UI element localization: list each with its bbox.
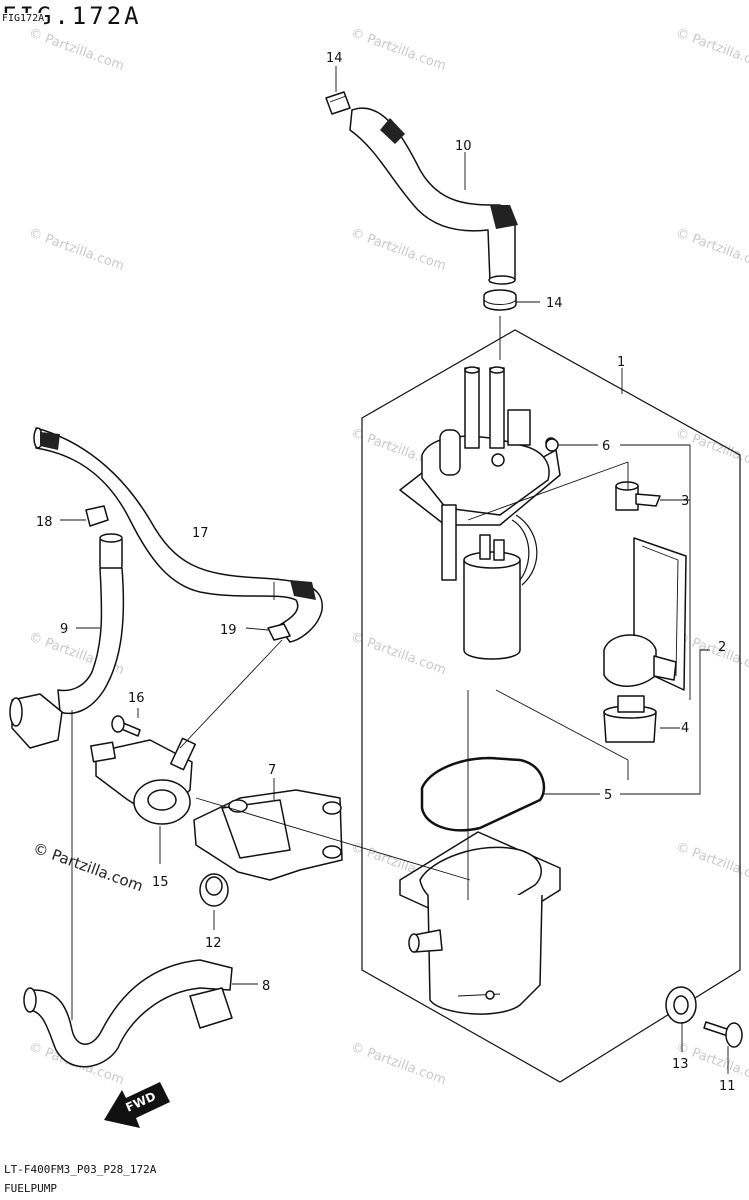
callout-4: 4 [681, 721, 689, 736]
pump-cap-assembly [399, 366, 561, 526]
fwd-arrow: FWD [104, 1082, 170, 1128]
callout-6: 6 [602, 439, 610, 454]
callout-12: 12 [205, 936, 222, 951]
callouts: 1 2 3 4 5 6 7 8 9 10 11 12 13 14 14 15 1… [36, 51, 736, 1094]
callout-15: 15 [152, 875, 169, 890]
callout-5: 5 [604, 788, 612, 803]
assembly-name: FUELPUMP [4, 1182, 57, 1195]
callout-14-upper: 14 [326, 51, 343, 66]
clamp-14-lower [483, 289, 517, 311]
fuel-hose-17 [33, 427, 323, 643]
assembly-outline [361, 329, 741, 1083]
callout-18: 18 [36, 515, 53, 530]
part-6-screw [545, 438, 559, 452]
pump-motor [441, 504, 538, 660]
part-2-filter [603, 537, 687, 691]
part-5-gasket [420, 756, 546, 832]
grommet-12 [199, 873, 229, 907]
vent-hose-10 [349, 107, 518, 285]
clamp-14-upper [325, 91, 351, 115]
document-code: LT-F400FM3_P03_P28_172A [4, 1163, 157, 1176]
callout-8: 8 [262, 979, 270, 994]
part-3-grommet [615, 481, 661, 511]
leader-lines [60, 66, 729, 1074]
fuel-valve-15 [90, 737, 197, 825]
fuel-hose-8 [23, 959, 233, 1068]
callout-3: 3 [681, 494, 689, 509]
callout-2: 2 [718, 640, 726, 655]
watermark: © Partzilla.com [674, 840, 749, 888]
watermark: © Partzilla.com [349, 630, 448, 678]
callout-13: 13 [672, 1057, 689, 1072]
callout-7: 7 [268, 763, 276, 778]
part-13-grommet [665, 986, 697, 1024]
bracket-7 [193, 789, 343, 881]
callout-11: 11 [719, 1079, 736, 1094]
part-11-bolt [703, 1021, 743, 1048]
watermark: © Partzilla.com [27, 226, 126, 274]
watermark: © Partzilla.com [349, 226, 448, 274]
fuel-hose-9 [9, 533, 125, 749]
watermark: © Partzilla.com [349, 1040, 448, 1088]
callout-9: 9 [60, 622, 68, 637]
watermark: © Partzilla.com [674, 226, 749, 274]
callout-17: 17 [192, 526, 209, 541]
callout-1: 1 [617, 355, 625, 370]
callout-14-lower: 14 [546, 296, 563, 311]
callout-10: 10 [455, 139, 472, 154]
clamp-19 [267, 623, 291, 641]
callout-19: 19 [220, 623, 237, 638]
watermark: © Partzilla.com [674, 26, 749, 74]
watermark: © Partzilla.com [349, 26, 448, 74]
callout-16: 16 [128, 691, 145, 706]
watermark-large: © Partzilla.com [31, 839, 146, 896]
part-4-clip [603, 695, 657, 743]
watermark: © Partzilla.com [27, 26, 126, 74]
watermark: © Partzilla.com [674, 426, 749, 474]
figure-code-small: FIG172A [2, 13, 45, 24]
clip-18 [85, 505, 109, 527]
pump-housing [399, 831, 561, 1015]
bolt-16 [111, 715, 141, 737]
